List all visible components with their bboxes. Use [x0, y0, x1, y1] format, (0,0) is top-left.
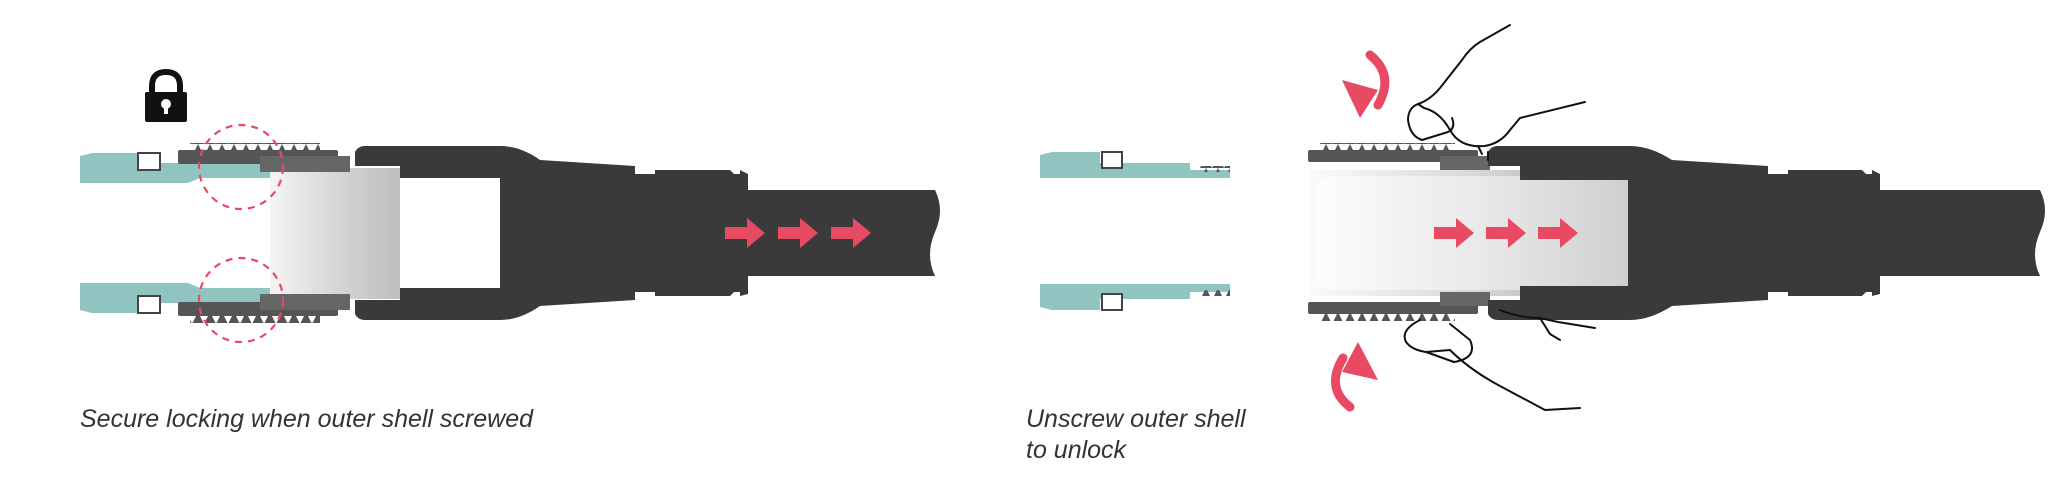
unlock-assembly — [1040, 24, 2045, 412]
plug-right-top — [1040, 151, 1230, 178]
padlock-icon — [145, 68, 187, 122]
detail-circle-top — [197, 123, 285, 211]
curved-arrow-icon-bottom — [1331, 342, 1378, 412]
detail-circle-bottom — [197, 256, 285, 344]
locked-assembly — [80, 68, 940, 344]
plug-left-bottom — [80, 283, 270, 314]
fingers-outline-icon — [1403, 24, 1596, 411]
caption-unlock-line2: to unlock — [1026, 436, 1127, 464]
plug-left-top — [80, 152, 270, 183]
coupling-right-top — [1308, 143, 1490, 170]
caption-unlock-line1: Unscrew outer shell — [1026, 405, 1246, 433]
connector-body-left — [355, 146, 940, 320]
connector-body-right — [1488, 146, 2045, 320]
caption-locked: Secure locking when outer shell screwed — [80, 405, 534, 433]
plug-right-bottom — [1040, 284, 1230, 311]
inner-sleeve-left — [270, 168, 505, 299]
coupling-right-bottom — [1308, 292, 1490, 321]
curved-arrow-icon-top — [1342, 50, 1390, 118]
caption-unlock: Unscrew outer shell to unlock — [1026, 404, 1246, 466]
